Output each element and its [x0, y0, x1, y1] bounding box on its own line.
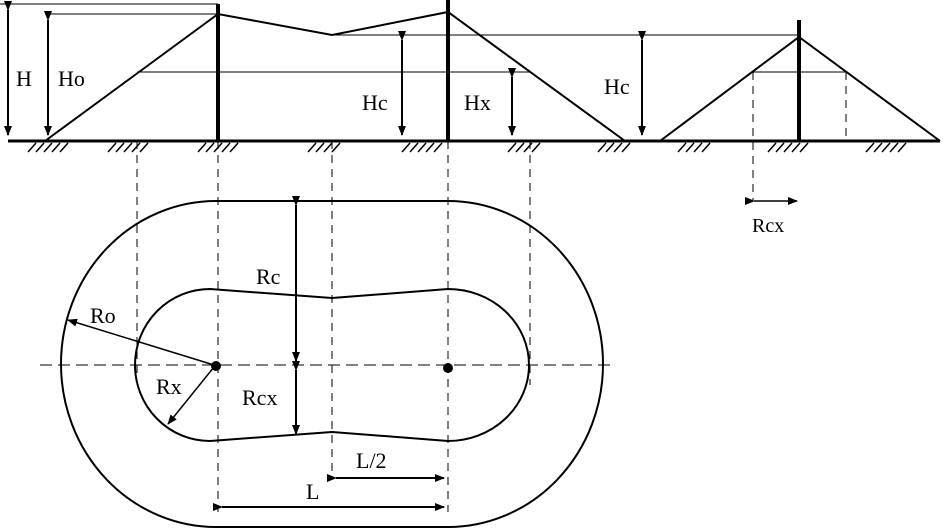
double-mast-zone-outline [44, 10, 626, 142]
label-Rc: Rc [256, 264, 281, 289]
plan-view: Ro Rx Rc Rcx L/2 L [40, 72, 847, 528]
label-Ro: Ro [90, 303, 116, 328]
label-Hc-left: Hc [362, 90, 388, 115]
label-Rx: Rx [156, 374, 182, 399]
projection-lines [136, 72, 847, 512]
label-Rcx-top: Rcx [752, 215, 784, 237]
ground-hatching [27, 142, 907, 153]
label-Hc-right: Hc [604, 74, 630, 99]
height-dimension-arrows [4, 1, 646, 136]
label-Ho: Ho [58, 66, 85, 91]
label-L-half: L/2 [356, 448, 387, 473]
label-H: H [16, 66, 32, 91]
label-L: L [306, 479, 319, 504]
label-Hx: Hx [464, 90, 491, 115]
single-mast-zone-outline [659, 35, 941, 142]
right-mast-point [443, 363, 453, 373]
outer-zone-boundary [60, 200, 604, 528]
height-reference-lines [0, 3, 846, 73]
dim-Rx [167, 366, 215, 425]
dim-Ro [67, 318, 215, 366]
label-Rcx-plan: Rcx [242, 385, 277, 410]
elevation-view: H Ho Hc Hx Hc Rcx [0, 0, 941, 237]
